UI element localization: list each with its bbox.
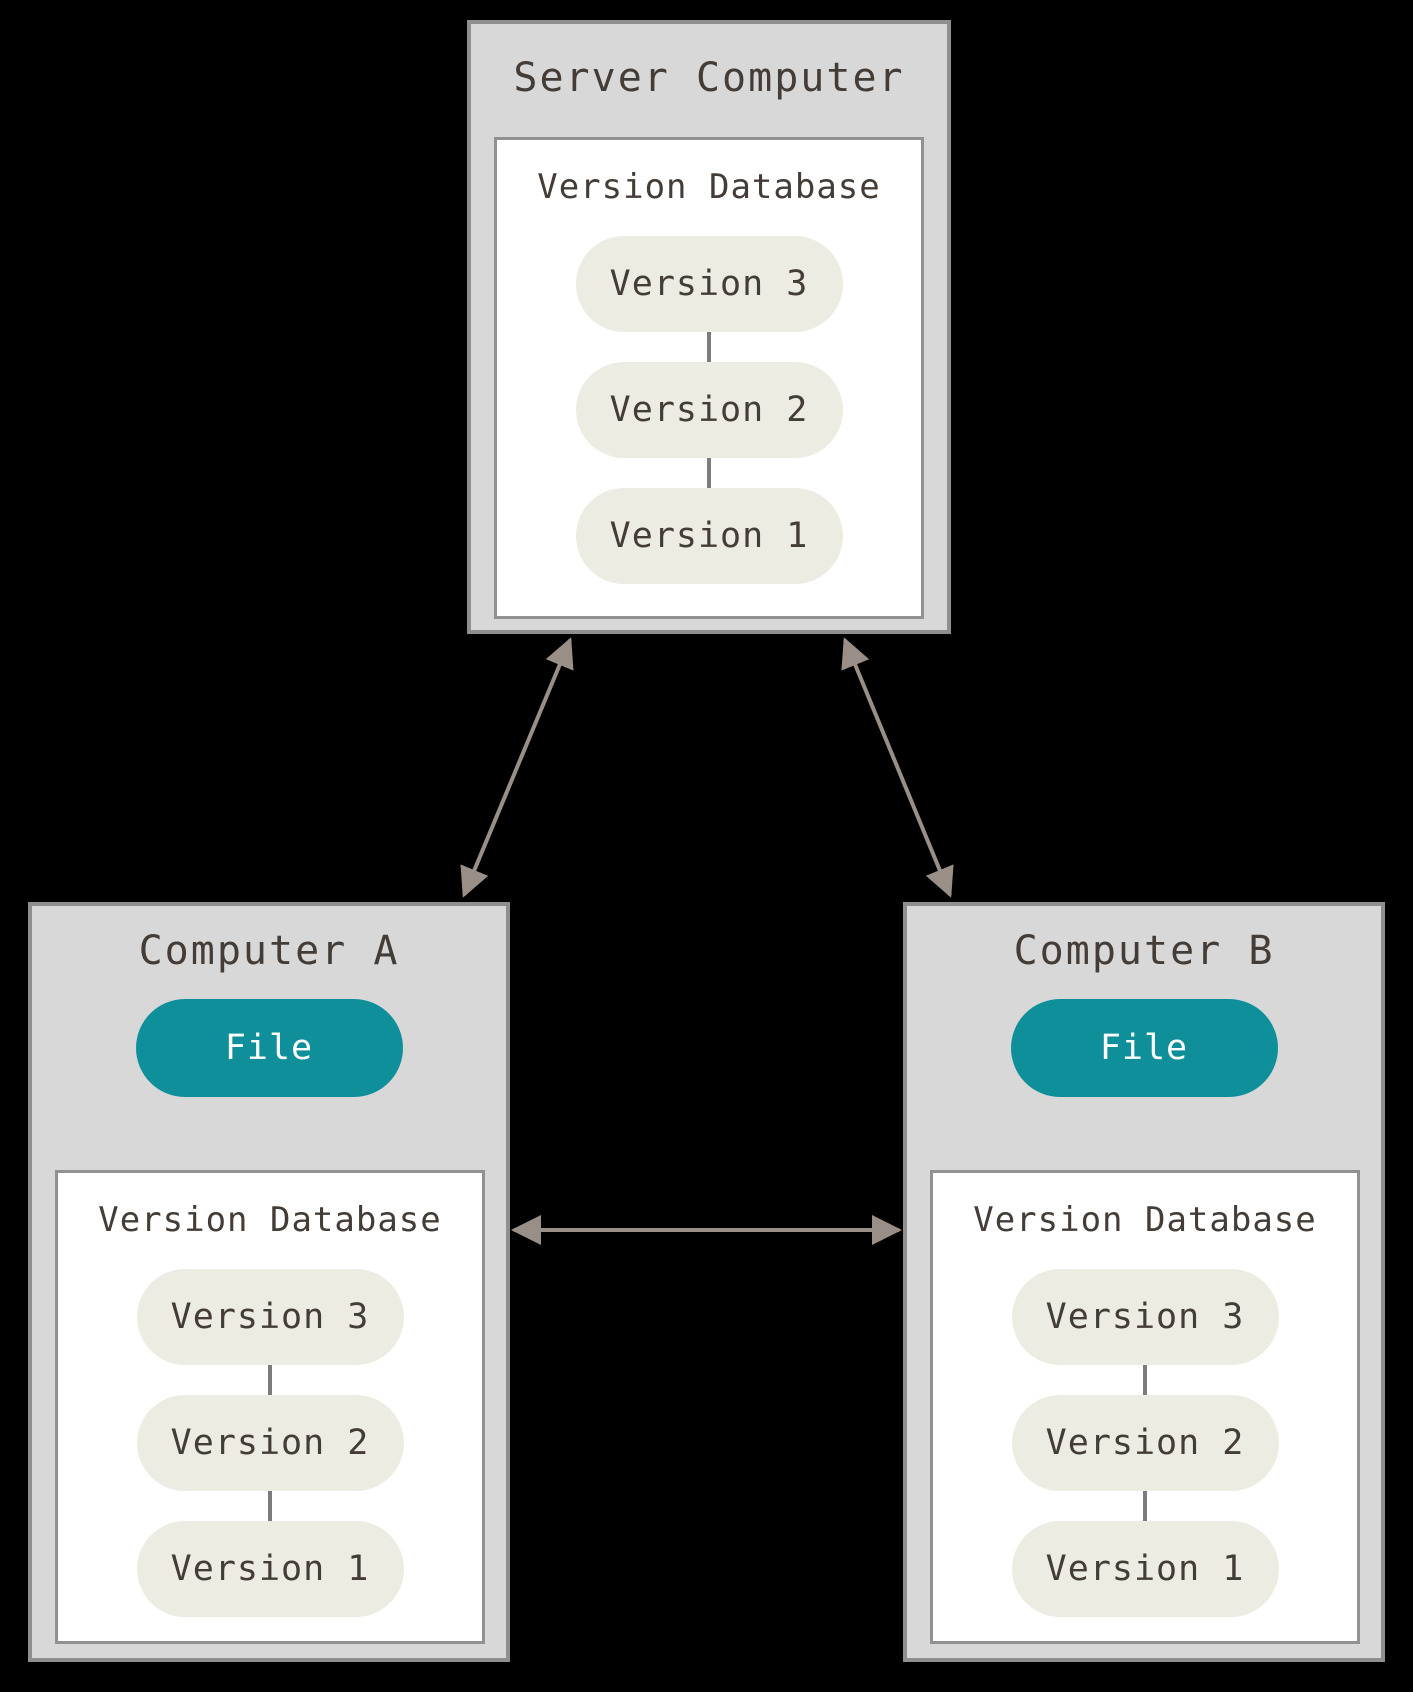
computer-a-version-database-panel: Version Database Version 3 Version 2 Ver… bbox=[55, 1170, 485, 1644]
file-pill: File bbox=[135, 999, 403, 1097]
file-pill: File bbox=[1010, 999, 1278, 1097]
sync-arrow-server-computer-b bbox=[841, 637, 954, 898]
version-1-pill: Version 1 bbox=[1011, 1521, 1279, 1617]
version-3-pill: Version 3 bbox=[1011, 1269, 1279, 1365]
version-connector bbox=[707, 458, 711, 488]
version-2-pill: Version 2 bbox=[575, 362, 843, 458]
version-2-pill: Version 2 bbox=[1011, 1395, 1279, 1491]
server-version-database-panel: Version Database Version 3 Version 2 Ver… bbox=[494, 137, 924, 619]
version-connector bbox=[1143, 1491, 1147, 1521]
version-3-pill: Version 3 bbox=[575, 236, 843, 332]
computer-a-box: Computer A File Version Database Version… bbox=[28, 902, 510, 1662]
version-1-pill: Version 1 bbox=[136, 1521, 404, 1617]
version-connector bbox=[1143, 1365, 1147, 1395]
version-1-pill: Version 1 bbox=[575, 488, 843, 584]
computer-b-version-database-panel: Version Database Version 3 Version 2 Ver… bbox=[930, 1170, 1360, 1644]
version-connector bbox=[268, 1491, 272, 1521]
version-3-pill: Version 3 bbox=[136, 1269, 404, 1365]
computer-b-title: Computer B bbox=[1013, 928, 1275, 974]
server-computer-box: Server Computer Version Database Version… bbox=[467, 20, 951, 634]
version-database-label: Version Database bbox=[537, 167, 881, 207]
sync-arrow-server-computer-a bbox=[460, 637, 574, 898]
version-database-label: Version Database bbox=[973, 1200, 1317, 1240]
computer-b-box: Computer B File Version Database Version… bbox=[903, 902, 1385, 1662]
version-connector bbox=[268, 1365, 272, 1395]
version-connector bbox=[707, 332, 711, 362]
version-2-pill: Version 2 bbox=[136, 1395, 404, 1491]
version-database-label: Version Database bbox=[98, 1200, 442, 1240]
computer-a-title: Computer A bbox=[138, 928, 400, 974]
server-computer-title: Server Computer bbox=[513, 55, 905, 101]
